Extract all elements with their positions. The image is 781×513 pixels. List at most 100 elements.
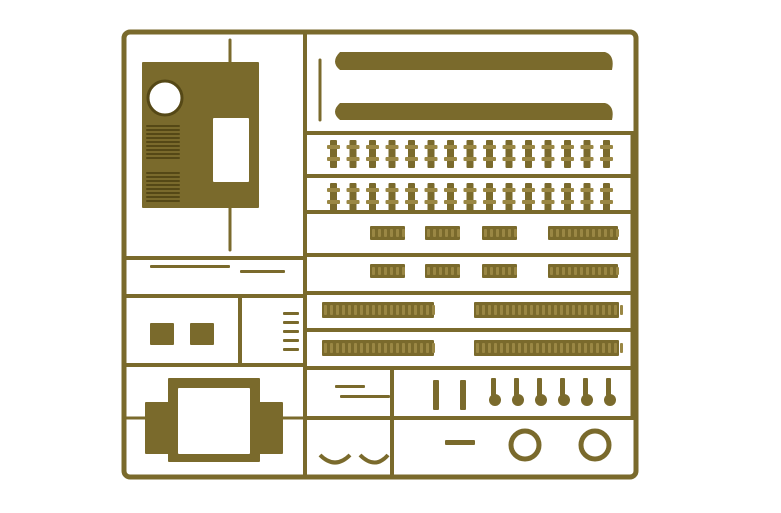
track-section-tooth [336, 305, 339, 315]
track-section [474, 340, 619, 356]
hull-frame-opening [178, 388, 250, 454]
small-track-part-tooth [502, 188, 516, 192]
small-track-part [486, 183, 493, 211]
small-track-part-tooth [580, 157, 594, 161]
small-track-part [369, 140, 376, 168]
track-section-tooth [482, 343, 485, 353]
grille-slat [146, 176, 180, 178]
small-track-part-tooth [522, 145, 535, 149]
grille-slat [146, 180, 180, 182]
grille-slat [146, 196, 180, 198]
track-section-tooth [518, 305, 521, 315]
small-track-part-tooth [502, 200, 516, 204]
track-link-tooth [378, 267, 381, 275]
track-section-tooth [432, 343, 435, 353]
small-track-part-tooth [483, 157, 496, 161]
track-link-tooth [433, 229, 436, 237]
wheel-bracket [578, 428, 612, 462]
small-track-part-tooth [561, 200, 574, 204]
small-track-part-tooth [366, 200, 379, 204]
track-section-tooth [572, 343, 575, 353]
track-link-tooth [427, 229, 430, 237]
small-track-part-tooth [541, 157, 555, 161]
small-track-part-tooth [522, 188, 535, 192]
track-section-tooth [584, 343, 587, 353]
small-track-part [427, 140, 435, 168]
small-bracket [190, 323, 214, 345]
track-link-tooth [445, 267, 448, 275]
track-section-tooth [530, 305, 533, 315]
small-track-part [330, 183, 337, 211]
small-track-part-tooth [600, 145, 613, 149]
track-section-tooth [608, 343, 611, 353]
suspension-arm [535, 394, 547, 406]
track-link-tooth [592, 229, 595, 237]
track-link-tooth [372, 267, 375, 275]
small-track-part-tooth [444, 200, 457, 204]
track-link-tooth [427, 267, 430, 275]
track-section-tooth [584, 305, 587, 315]
track-guard-upper [335, 52, 613, 70]
track-link-block [482, 264, 517, 278]
small-track-part [564, 140, 571, 168]
small-track-part-tooth [424, 188, 438, 192]
curved-part [358, 453, 390, 465]
small-part [460, 380, 466, 410]
track-link-tooth [610, 267, 613, 275]
small-track-part-tooth [366, 145, 379, 149]
grille-slat [146, 188, 180, 190]
grille-slat [146, 192, 180, 194]
track-link-block [370, 264, 405, 278]
track-link-tooth [580, 229, 583, 237]
curved-part [318, 453, 352, 465]
small-track-part-tooth [444, 157, 457, 161]
track-section-tooth [366, 343, 369, 353]
suspension-arm-stem [537, 378, 542, 396]
track-link-tooth [616, 229, 619, 237]
track-link-tooth [556, 267, 559, 275]
small-part [445, 440, 475, 445]
vent-slat [146, 125, 180, 127]
thin-rod [150, 265, 230, 268]
track-section-tooth [590, 305, 593, 315]
track-link-block [370, 226, 405, 240]
suspension-arm-stem [491, 378, 496, 396]
track-section-tooth [596, 305, 599, 315]
track-link-tooth [490, 267, 493, 275]
small-track-part-tooth [580, 145, 594, 149]
track-section-tooth [426, 343, 429, 353]
track-section-tooth [536, 343, 539, 353]
track-section-tooth [512, 305, 515, 315]
vent-slat [146, 137, 180, 139]
track-link-tooth [550, 267, 553, 275]
small-pin [283, 348, 299, 351]
track-section-tooth [342, 343, 345, 353]
track-section-tooth [396, 305, 399, 315]
small-track-part-tooth [424, 145, 438, 149]
track-section-tooth [578, 343, 581, 353]
track-link-tooth [568, 267, 571, 275]
track-section-tooth [506, 343, 509, 353]
suspension-arm-stem [583, 378, 588, 396]
track-link-tooth [502, 267, 505, 275]
small-track-part [388, 183, 396, 211]
small-part [433, 380, 439, 410]
small-track-part-tooth [424, 157, 438, 161]
track-section-tooth [578, 305, 581, 315]
track-section-tooth [330, 343, 333, 353]
track-section-tooth [476, 343, 479, 353]
track-section-tooth [348, 343, 351, 353]
track-section-tooth [494, 305, 497, 315]
small-track-part-tooth [327, 200, 340, 204]
small-bracket [150, 323, 174, 345]
small-track-part-tooth [327, 145, 340, 149]
small-track-part-tooth [483, 145, 496, 149]
suspension-arm [512, 394, 524, 406]
small-track-part-tooth [561, 188, 574, 192]
track-section-tooth [476, 305, 479, 315]
suspension-arm [581, 394, 593, 406]
track-section-tooth [500, 305, 503, 315]
track-section-tooth [614, 343, 617, 353]
hull-window [213, 118, 249, 182]
grille-slat [146, 172, 180, 174]
